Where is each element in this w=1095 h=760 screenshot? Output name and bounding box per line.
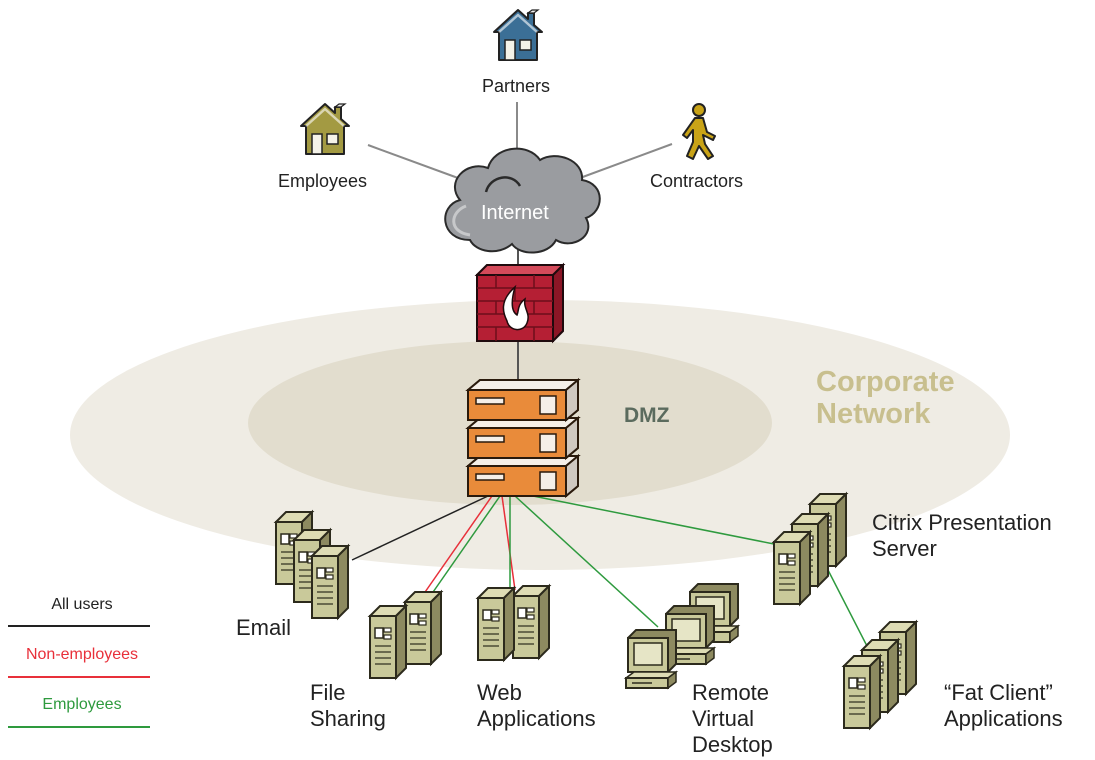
web-applications-label: Web Applications <box>477 680 596 731</box>
remote-virtual-desktop-label: Remote Virtual Desktop <box>692 680 773 757</box>
internet-cloud-icon <box>444 147 601 254</box>
link-emp-citrix <box>527 494 785 547</box>
file-sharing-server-icon <box>369 591 442 679</box>
link-emp-filesharing <box>430 495 501 596</box>
firewall-icon <box>474 262 566 344</box>
fat-client-server-icon <box>843 621 917 729</box>
link-emp-rvd <box>514 495 659 628</box>
email-label: Email <box>236 615 292 640</box>
dmz-appliance-icon <box>467 379 579 497</box>
link-contractors-internet <box>579 143 673 179</box>
employees-house-icon <box>299 102 351 156</box>
link-nonemp-web <box>501 495 516 591</box>
link-nonemp-filesharing <box>422 495 493 596</box>
employees-label: Employees <box>278 171 368 191</box>
file-sharing-label: File Sharing <box>310 680 386 731</box>
legend-non-employees: Non-employees <box>25 646 139 663</box>
link-all-email <box>351 495 489 561</box>
computer-icon <box>625 583 739 689</box>
partners-label: Partners <box>482 76 551 96</box>
dmz-label: DMZ <box>624 404 670 427</box>
legend-all-users: All users <box>51 596 113 613</box>
contractors-label: Contractors <box>650 171 744 191</box>
link-employees-internet <box>367 144 459 179</box>
internet-label: Internet <box>481 202 549 224</box>
citrix-label: Citrix Presentation Server <box>872 510 1052 561</box>
legend-employees: Employees <box>42 696 122 713</box>
web-server-icon <box>477 585 550 661</box>
link-emp-fatclient <box>827 569 869 649</box>
corporate-network-label: Corporate Network <box>816 366 955 430</box>
partners-house-icon <box>492 8 544 62</box>
fat-client-label: “Fat Client” Applications <box>944 680 1063 731</box>
person-walking-icon <box>682 103 716 160</box>
